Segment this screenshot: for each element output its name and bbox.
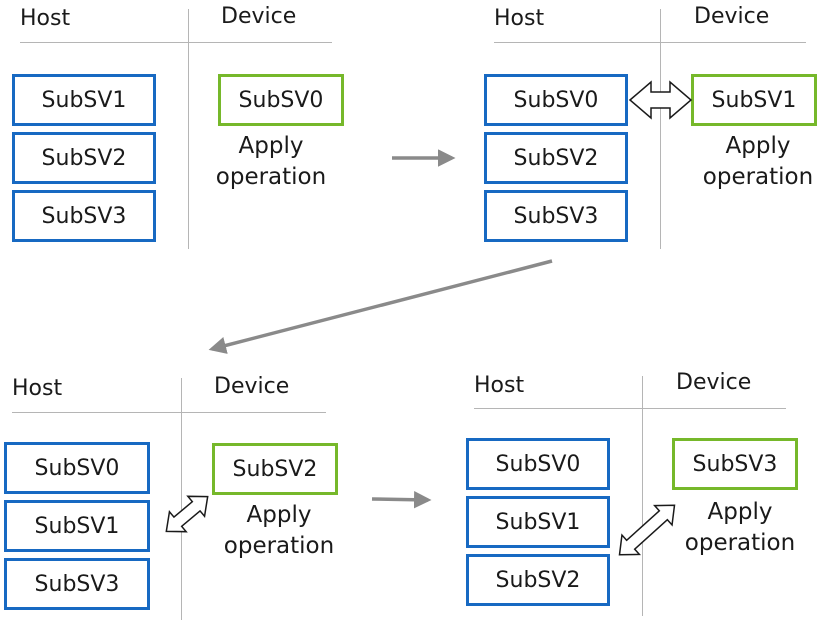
apply-operation-line1: Apply [238, 133, 304, 159]
host-subsv-box: SubSV0 [484, 74, 628, 126]
device-header: Device [676, 370, 752, 395]
step-1-panel: Host Device SubSV1 SubSV2 SubSV3 SubSV0 … [10, 4, 350, 254]
host-subsv-box: SubSV2 [12, 132, 156, 184]
step-2-panel: Host Device SubSV0 SubSV2 SubSV3 SubSV1 … [482, 4, 822, 254]
device-header: Device [694, 4, 770, 29]
header-divider [494, 42, 806, 43]
host-subsv-box: SubSV1 [466, 496, 610, 548]
apply-operation-label: Apply operation [204, 500, 354, 562]
device-subsv-box: SubSV2 [212, 443, 338, 495]
step-4-panel: Host Device SubSV0 SubSV1 SubSV2 SubSV3 … [464, 370, 804, 620]
host-subsv-box: SubSV0 [466, 438, 610, 490]
apply-operation-line2: operation [702, 164, 814, 190]
device-header: Device [214, 374, 290, 399]
host-subsv-box: SubSV0 [4, 442, 150, 494]
host-subsv-box: SubSV1 [4, 500, 150, 552]
device-subsv-box: SubSV3 [672, 438, 798, 490]
host-subsv-box: SubSV1 [12, 74, 156, 126]
header-divider [12, 412, 326, 413]
host-device-divider [642, 376, 643, 616]
host-subsv-box: SubSV3 [4, 558, 150, 610]
host-subsv-box: SubSV2 [466, 554, 610, 606]
device-header: Device [221, 4, 297, 29]
apply-operation-label: Apply operation [665, 497, 815, 559]
apply-operation-line2: operation [223, 533, 335, 559]
step-3-panel: Host Device SubSV0 SubSV1 SubSV3 SubSV2 … [2, 372, 342, 622]
host-subsv-box: SubSV3 [484, 190, 628, 242]
apply-operation-line2: operation [215, 164, 327, 190]
apply-operation-line2: operation [684, 530, 796, 556]
host-header: Host [20, 6, 71, 31]
header-divider [474, 408, 786, 409]
apply-operation-label: Apply operation [196, 131, 346, 193]
host-subsv-box: SubSV3 [12, 190, 156, 242]
flow-arrow-step2-to-step3 [208, 259, 553, 354]
host-header: Host [494, 6, 545, 31]
device-subsv-box: SubSV1 [691, 74, 817, 126]
host-header: Host [474, 373, 525, 398]
apply-operation-label: Apply operation [683, 131, 830, 193]
host-device-divider [181, 378, 182, 620]
host-device-divider [660, 9, 661, 249]
header-divider [20, 42, 332, 43]
host-header: Host [12, 376, 63, 401]
apply-operation-line1: Apply [707, 499, 773, 525]
host-device-divider [188, 9, 189, 249]
flow-arrow-step3-to-step4 [371, 491, 432, 509]
apply-operation-line1: Apply [725, 133, 791, 159]
device-subsv-box: SubSV0 [218, 74, 344, 126]
host-subsv-box: SubSV2 [484, 132, 628, 184]
apply-operation-line1: Apply [246, 502, 312, 528]
